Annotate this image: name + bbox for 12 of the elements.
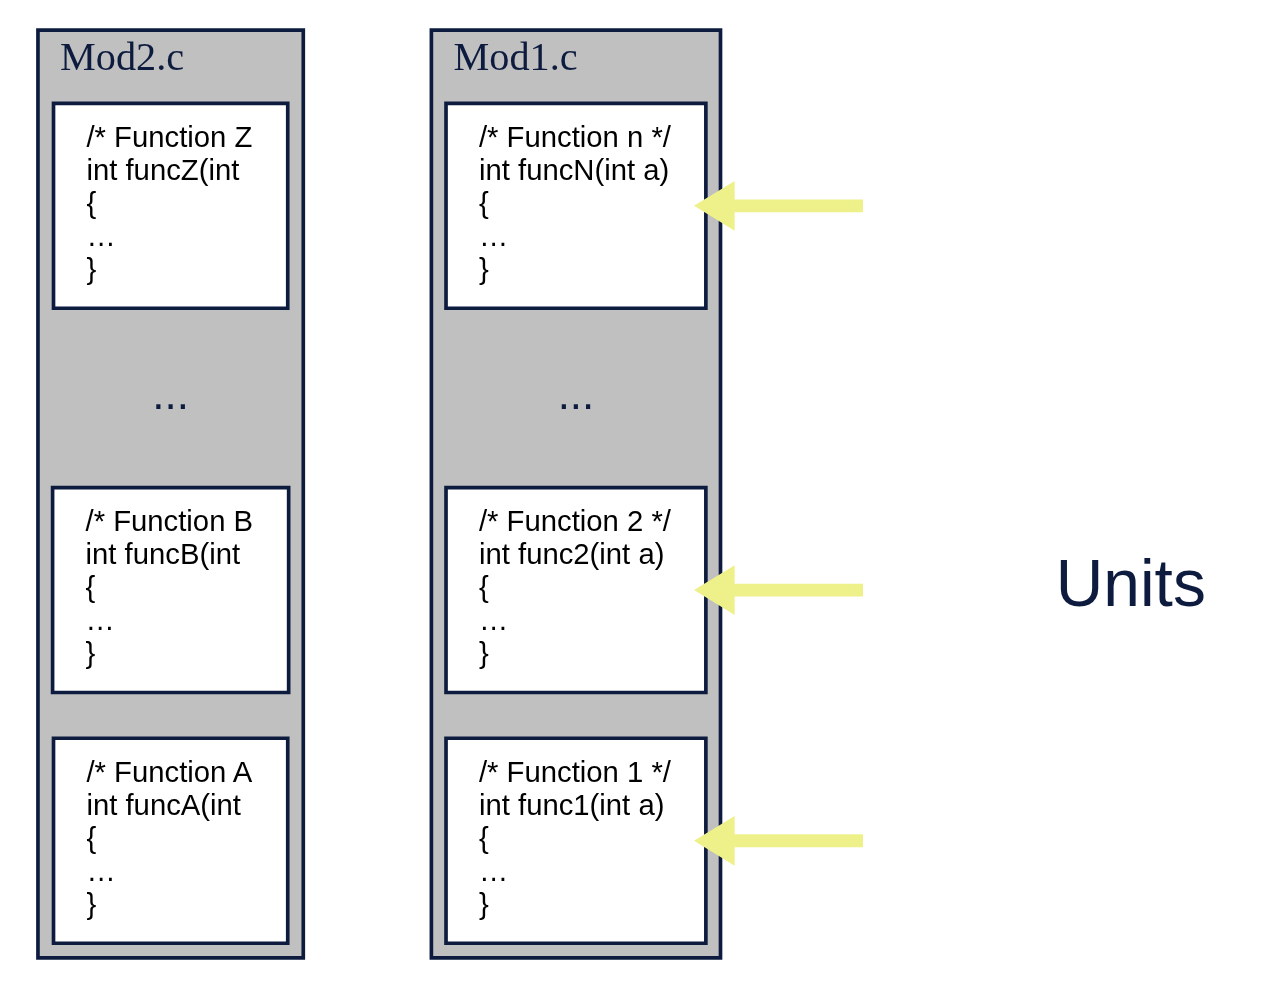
node-box: /* Function Z int funcZ(int { … } [51,101,290,311]
node-box: /* Function 2 */ int func2(int a) { … } [444,485,708,695]
arrow [694,180,863,231]
label: ... [152,369,189,419]
label: Units [1055,546,1206,621]
node-box: /* Function 1 */ int func1(int a) { … } [444,736,708,946]
label: ... [557,369,595,419]
node-box: /* Function n */ int funcN(int a) { … } [444,101,708,311]
arrow [694,565,863,615]
node-box: /* Function A int funcA(int { … } [51,736,290,946]
node-box: /* Function B int funcB(int { … } [50,485,291,695]
arrow [694,815,863,866]
